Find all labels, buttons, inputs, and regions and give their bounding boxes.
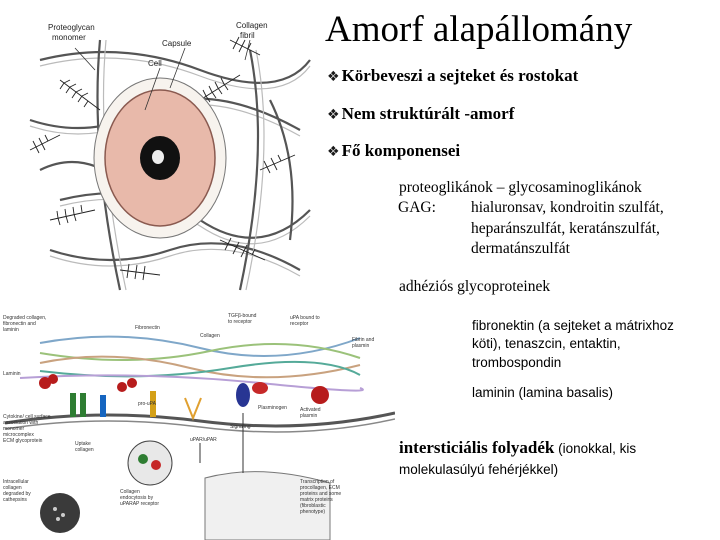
label-collagen-endo-3: uPARAP receptor: [120, 501, 159, 507]
label-transcription-6: phenotype): [300, 509, 325, 515]
matrix-fibers: [19, 335, 364, 392]
cell-membrane: [4, 411, 395, 428]
bullet-text: Körbeveszi a sejteket és rostokat: [341, 66, 579, 85]
label-cytokine-2: association with: [3, 420, 39, 426]
label-upa: uPA bound to: [290, 315, 320, 321]
label-intracellular-4: cathepsins: [3, 497, 27, 503]
label-activated-2: plasmin: [300, 413, 317, 419]
signal-arrows: [199, 413, 244, 473]
label-plasminogen: Plasminogen: [258, 405, 287, 411]
proteoglycan-line: proteoglikánok – glycosaminoglikánok: [399, 179, 642, 196]
bullet-2: ❖Nem struktúrált -amorf: [327, 104, 514, 125]
cell-membrane-inner: [4, 418, 395, 433]
label-transcription-4: matrix proteins: [300, 497, 333, 503]
label-collagen-2: fibril: [240, 31, 255, 40]
label-cytokine-5: ECM glycoprotein: [3, 438, 43, 444]
lysosome: [40, 493, 80, 533]
bullet-1: ❖Körbeveszi a sejteket és rostokat: [327, 66, 578, 87]
label-collagen: Collagen: [200, 333, 220, 339]
interstitial-rest: (ionokkal, kis: [554, 441, 637, 456]
fibronectin-line-2: köti), tenaszcin, entaktin,: [472, 336, 621, 351]
label-cell: Cell: [148, 59, 162, 68]
label-transcription: Transcription of: [300, 479, 335, 485]
label-laminin: Laminin: [3, 371, 21, 377]
label-collagen: Collagen: [236, 21, 268, 30]
page-title: Amorf alapállomány: [325, 9, 633, 50]
label-transcription-3: proteins and some: [300, 491, 341, 497]
label-capsule: Capsule: [162, 39, 192, 48]
bullet-3: ❖Fő komponensei: [327, 141, 460, 162]
bullet-text: Nem struktúrált -amorf: [341, 104, 515, 123]
diamond-bullet-icon: ❖: [327, 107, 340, 123]
label-degraded-2: fibronectin and: [3, 321, 36, 327]
nucleus-region: [204, 471, 331, 540]
laminin-line: laminin (lamina basalis): [472, 385, 614, 400]
gag-label: GAG:: [398, 199, 436, 216]
proteoglycan-monomers: [29, 36, 296, 281]
diamond-bullet-icon: ❖: [327, 69, 340, 85]
label-upa-2: receptor: [290, 321, 309, 327]
label-degraded-3: laminin: [3, 327, 19, 333]
endocytic-vesicle: [127, 440, 173, 486]
fibronectin-line-3: trombospondin: [472, 355, 562, 370]
label-collagen-endo: Collagen: [120, 489, 140, 495]
ecm-cell-diagram: Proteoglycan monomer Capsule Collagen fi…: [29, 21, 311, 291]
label-intracellular-3: degraded by: [3, 491, 31, 497]
label-proteoglycan-2: monomer: [52, 33, 86, 42]
label-intracellular: Intracellular: [3, 479, 29, 485]
interstitial-line: intersticiális folyadék (ionokkal, kis: [399, 438, 636, 459]
label-uptake: Uptake: [75, 441, 91, 447]
nucleolus: [152, 150, 164, 164]
label-pointers: [74, 39, 251, 111]
plasmin-blobs: [39, 374, 329, 404]
adhesion-heading: adhéziós glycoproteinek: [399, 278, 551, 295]
gag-line-1: hialuronsav, kondroitin szulfát,: [471, 199, 664, 216]
interstitial-line-2: molekulasúlyú fehérjékkel): [399, 462, 559, 477]
label-proteoglycan: Proteoglycan: [48, 23, 95, 32]
label-uptake-2: collagen: [75, 447, 94, 453]
gag-line-3: dermatánszulfát: [471, 240, 570, 257]
label-cytokine-4: microcomplex: [3, 432, 34, 438]
label-intracellular-2: collagen: [3, 485, 22, 491]
label-cytokine: Cytokine/ cell surface: [3, 414, 51, 420]
label-tgfb-2: to receptor: [228, 319, 252, 325]
label-collagen-endo-2: endocytosis by: [120, 495, 154, 501]
matrix-degradation-diagram: Degraded collagen, fibronectin and lamin…: [3, 313, 395, 540]
label-transcription-5: (fibroblastic: [300, 503, 326, 509]
label-prouPA: pro-uPA: [138, 401, 157, 407]
label-transcription-2: procollagen, ECM: [300, 485, 340, 491]
label-activated: Activated: [300, 407, 321, 413]
label-signaling: Signaling: [230, 424, 251, 430]
label-tgfb: TGFβ-bound: [228, 313, 257, 319]
diamond-bullet-icon: ❖: [327, 144, 340, 160]
label-cytokine-3: monomer: [3, 426, 24, 432]
label-upar: uPAR/uPAR: [190, 437, 217, 443]
receptors: [70, 382, 268, 421]
interstitial-bold: intersticiális folyadék: [399, 438, 555, 457]
label-degraded: Degraded collagen,: [3, 315, 46, 321]
label-fibrin: Fibrin and: [352, 337, 374, 343]
label-fibrin-2: plasmin: [352, 343, 369, 349]
bullet-text: Fő komponensei: [341, 141, 461, 160]
label-fibronectin: Fibronectin: [135, 325, 160, 331]
fibronectin-line-1: fibronektin (a sejteket a mátrixhoz: [472, 318, 674, 333]
gag-line-2: heparánszulfát, keratánszulfát,: [471, 220, 660, 237]
